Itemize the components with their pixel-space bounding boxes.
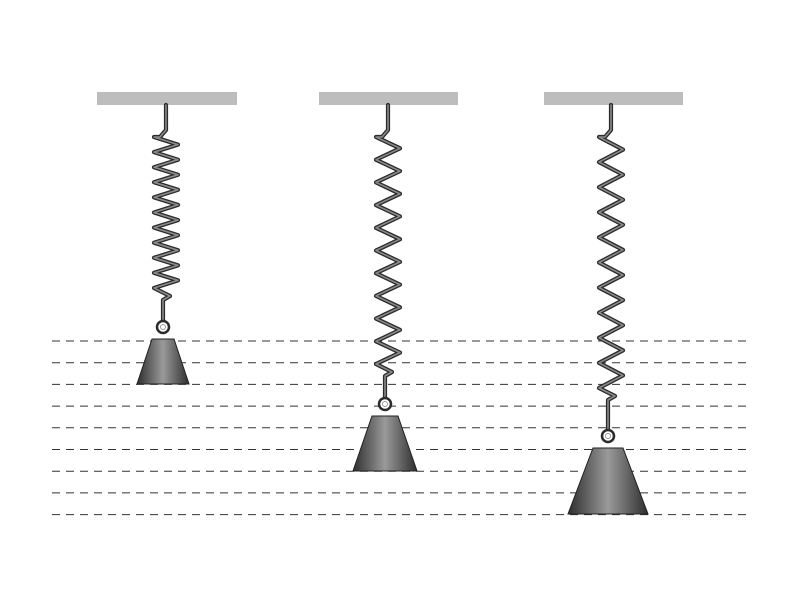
hook-ring-inner [605, 433, 611, 439]
spring-mass-3 [544, 92, 683, 515]
spring-highlight [375, 104, 401, 398]
spring-highlight [598, 104, 624, 430]
hook-ring [600, 428, 616, 444]
mass-weight-medium [352, 415, 418, 472]
hook-ring [155, 319, 171, 335]
ceiling-support [97, 92, 237, 105]
spring [596, 102, 626, 432]
spring-mass-2 [319, 92, 458, 472]
mass-weight-small [136, 338, 190, 385]
spring-mass-systems [97, 92, 683, 515]
spring [373, 102, 403, 400]
hook-ring-inner [160, 324, 166, 330]
spring-mass-1 [97, 92, 237, 385]
hook-ring [377, 396, 393, 412]
spring-highlight [153, 104, 179, 321]
ceiling-support [319, 92, 458, 105]
mass-weight-large [567, 447, 649, 515]
hook-ring-inner [382, 401, 388, 407]
ceiling-support [544, 92, 683, 105]
